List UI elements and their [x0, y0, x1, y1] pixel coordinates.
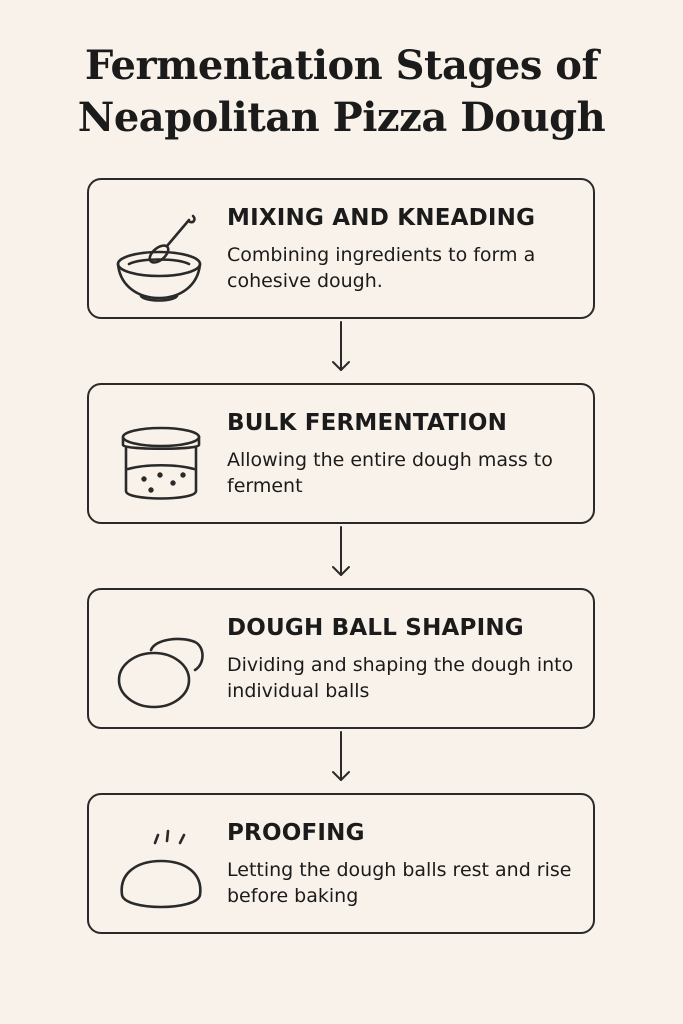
stage-description: Combining ingredients to form a cohesive…	[227, 244, 536, 292]
dough-balls-icon	[111, 608, 207, 712]
stage-card-dough-ball-shaping: DOUGH BALL SHAPING Dividing and shaping …	[87, 588, 595, 729]
arrow-down-icon	[331, 320, 351, 372]
container-icon	[111, 403, 207, 507]
stage-description: Dividing and shaping the dough into indi…	[227, 654, 574, 702]
arrow-down-icon	[331, 730, 351, 782]
stage-card-mixing: MIXING AND KNEADING Combining ingredient…	[87, 178, 595, 319]
stage-card-proofing: PROOFING Letting the dough balls rest an…	[87, 793, 595, 934]
diagram-title: Fermentation Stages of Neapolitan Pizza …	[0, 40, 683, 144]
stage-heading: BULK FERMENTATION	[227, 410, 508, 436]
stage-heading: DOUGH BALL SHAPING	[227, 615, 524, 641]
stage-description: Allowing the entire dough mass to fermen…	[227, 449, 553, 497]
rising-dough-icon	[111, 813, 207, 917]
mixing-bowl-icon	[111, 198, 207, 302]
arrow-down-icon	[331, 525, 351, 577]
stage-heading: MIXING AND KNEADING	[227, 205, 536, 231]
stage-heading: PROOFING	[227, 820, 365, 846]
stage-description: Letting the dough balls rest and rise be…	[227, 859, 572, 907]
title-line-1: Fermentation Stages of	[84, 42, 599, 89]
title-line-2: Neapolitan Pizza Dough	[77, 94, 606, 141]
stage-card-bulk-fermentation: BULK FERMENTATION Allowing the entire do…	[87, 383, 595, 524]
